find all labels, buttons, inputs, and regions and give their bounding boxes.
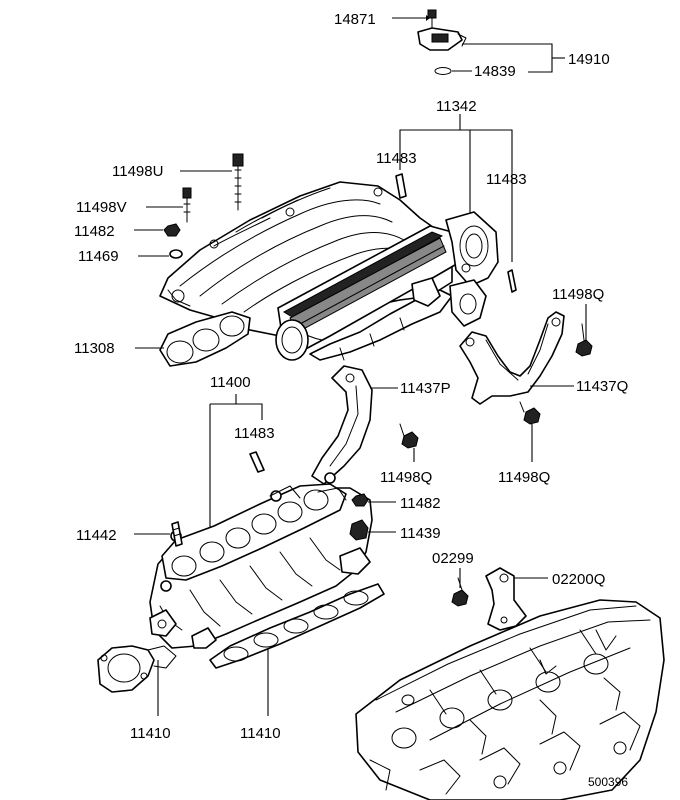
label-11410-right: 11410: [240, 725, 281, 742]
sensor-group: [392, 9, 565, 75]
label-11469: 11469: [78, 248, 119, 265]
stud-11483-upper-right[interactable]: [507, 269, 517, 293]
label-14839: 14839: [474, 63, 516, 80]
nut-11482-lower[interactable]: [351, 493, 369, 507]
label-11498u: 11498U: [112, 163, 163, 180]
nut-11439[interactable]: [349, 519, 369, 541]
label-11437p: 11437P: [400, 380, 451, 397]
label-11498q-left: 11498Q: [380, 469, 432, 486]
label-11308: 11308: [74, 340, 115, 357]
sensor-o-ring[interactable]: [434, 67, 452, 75]
label-14871: 14871: [334, 11, 376, 28]
figure-reference-number: 500396: [588, 775, 628, 789]
label-11437q: 11437Q: [576, 378, 628, 395]
nut-11482-upper[interactable]: [163, 223, 181, 237]
map-sensor[interactable]: [417, 27, 467, 51]
engine-block: [355, 599, 665, 800]
label-11483-upper-left: 11483: [376, 150, 417, 167]
label-11442: 11442: [76, 527, 117, 544]
label-02200q: 02200Q: [552, 571, 605, 588]
label-11483-lower: 11483: [234, 425, 275, 442]
bolt-11498q-top[interactable]: [575, 323, 593, 357]
label-11498v: 11498V: [76, 199, 127, 216]
bolt-11498q-right[interactable]: [519, 401, 541, 425]
stay-11437p[interactable]: [311, 365, 373, 485]
washer-11469[interactable]: [169, 249, 183, 259]
label-02299: 02299: [432, 550, 474, 567]
bolt-11498u[interactable]: [232, 153, 244, 211]
lower-intake-manifold[interactable]: [149, 472, 373, 649]
upper-intake-manifold[interactable]: [159, 181, 499, 361]
stud-11483-lower[interactable]: [249, 451, 265, 473]
label-11483-upper-right: 11483: [486, 171, 527, 188]
label-11342: 11342: [436, 98, 477, 115]
label-11482-lower: 11482: [400, 495, 441, 512]
callout-labels: 14871 14910 14839 11342 11483 11483 1149…: [74, 11, 628, 789]
label-14910: 14910: [568, 51, 610, 68]
upper-manifold-gasket[interactable]: [159, 311, 251, 367]
stay-11437q[interactable]: [459, 311, 565, 405]
lower-manifold-gasket-left[interactable]: [97, 645, 177, 693]
stud-11483-upper-left[interactable]: [395, 173, 407, 199]
label-11400: 11400: [210, 374, 251, 391]
lower-manifold-gasket-right[interactable]: [209, 583, 385, 669]
bracket-02200q[interactable]: [485, 567, 527, 631]
label-11439: 11439: [400, 525, 441, 542]
label-11410-left: 11410: [130, 725, 171, 742]
bolt-11498v[interactable]: [182, 187, 192, 223]
label-11498q-right: 11498Q: [498, 469, 550, 486]
bolt-11498q-left[interactable]: [399, 423, 419, 449]
label-11482-upper: 11482: [74, 223, 115, 240]
label-11498q-top: 11498Q: [552, 286, 604, 303]
stud-11442[interactable]: [171, 521, 183, 547]
sensor-screw[interactable]: [427, 9, 437, 28]
